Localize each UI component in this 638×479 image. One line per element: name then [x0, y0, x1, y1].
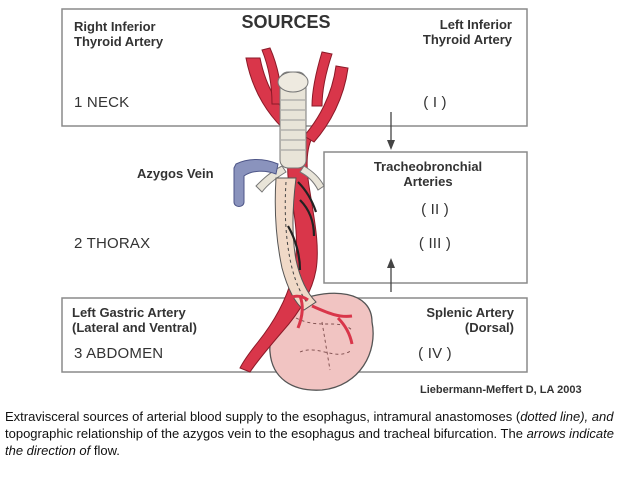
azygos-vein-shape — [233, 159, 279, 207]
flow-arrow-down — [387, 112, 395, 150]
roman-ii-label: ( II ) — [421, 201, 449, 218]
right-inferior-thyroid-label: Right Inferior Thyroid Artery — [74, 19, 164, 49]
splenic-artery-branch — [311, 304, 354, 345]
thorax-region-label: 2 THORAX — [74, 235, 151, 252]
tracheobronchial-arteries-label: Tracheobronchial Arteries — [373, 159, 483, 189]
credit-line: Liebermann-Meffert D, LA 2003 — [420, 384, 582, 396]
aorta-artery — [239, 134, 318, 373]
left-gastric-artery-label: Left Gastric Artery (Lateral and Ventral… — [72, 305, 197, 335]
thorax-region-frame — [323, 151, 528, 284]
roman-iii-label: ( III ) — [418, 235, 452, 252]
diagram-title: SOURCES — [241, 12, 331, 32]
left-inferior-thyroid-label: Left Inferior Thyroid Artery — [422, 17, 512, 47]
roman-iv-label: ( IV ) — [418, 345, 452, 362]
caption-part-2: dotted line), and — [520, 409, 614, 424]
left-gastric-artery-branch — [285, 294, 309, 329]
trachea-shape — [255, 71, 325, 193]
splenic-artery-label: Splenic Artery (Dorsal) — [426, 305, 514, 335]
stomach-intramural-lines — [295, 317, 353, 371]
carotid-stub-left — [311, 51, 333, 107]
caption-part-3: topographic relationship of the azygos v… — [5, 426, 527, 441]
azygos-vein-label: Azygos Vein — [137, 166, 214, 181]
abdomen-region-label: 3 ABDOMEN — [74, 345, 164, 362]
flow-arrow-up — [387, 258, 395, 292]
figure-caption: Extravisceral sources of arterial blood … — [5, 408, 635, 459]
esophagus-shape — [274, 177, 317, 311]
caption-part-5: flow. — [93, 443, 120, 458]
tracheobronchial-vessels — [287, 181, 318, 271]
left-thyroid-artery — [303, 65, 349, 143]
esophagus-intramural-dotted-line — [284, 181, 309, 305]
caption-part-4: arrows indicate the direction of — [5, 426, 614, 458]
caption-part-1: Extravisceral sources of arterial blood … — [5, 409, 521, 424]
neck-region-label: 1 NECK — [74, 94, 130, 111]
roman-i-label: ( I ) — [423, 94, 447, 111]
